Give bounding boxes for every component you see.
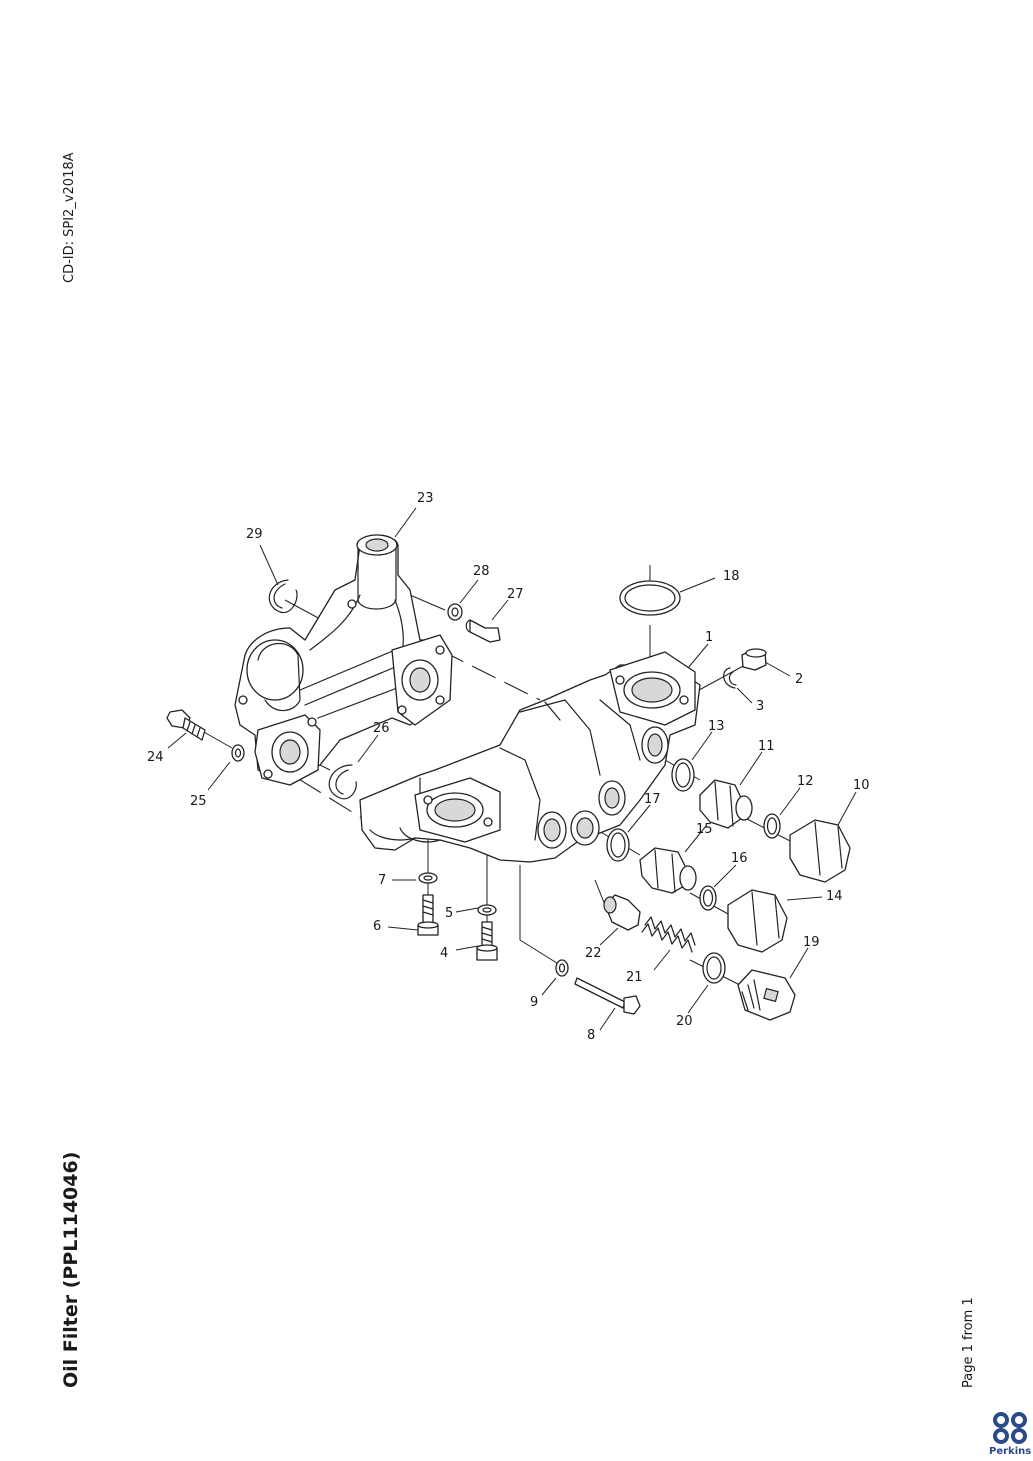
callout-27: 27 — [507, 587, 524, 602]
part-16-o-ring — [699, 885, 717, 911]
part-1-filter-head — [359, 651, 701, 863]
part-3-circlip — [723, 667, 737, 689]
callout-6: 6 — [373, 919, 381, 934]
part-9-washer — [555, 959, 569, 977]
callout-17: 17 — [644, 792, 661, 807]
part-23-upper-housing — [234, 534, 453, 786]
callout-12: 12 — [797, 774, 814, 789]
callout-19: 19 — [803, 935, 820, 950]
part-26-circlip — [328, 764, 357, 800]
callout-25: 25 — [190, 794, 207, 809]
callout-numbers: 23 29 28 27 18 1 2 3 13 11 12 10 17 15 1… — [147, 491, 870, 1043]
callout-20: 20 — [676, 1014, 693, 1029]
callout-2: 2 — [795, 672, 803, 687]
part-29-circlip — [268, 579, 298, 614]
callout-4: 4 — [440, 946, 448, 961]
part-4-bolt — [476, 921, 498, 961]
callout-11: 11 — [758, 739, 775, 754]
part-6-bolt — [417, 894, 439, 936]
part-21-spring — [641, 916, 696, 953]
part-20-o-ring — [702, 952, 726, 984]
brand-name: Perkins — [989, 1446, 1032, 1457]
callout-13: 13 — [708, 719, 725, 734]
part-28-washer — [447, 603, 463, 621]
part-7-washer — [418, 872, 438, 884]
callout-26: 26 — [373, 721, 390, 736]
part-24-bolt — [166, 709, 206, 741]
callout-15: 15 — [696, 822, 713, 837]
part-10-cap — [789, 819, 851, 883]
callout-5: 5 — [445, 906, 453, 921]
callout-leaders — [167, 507, 857, 1031]
part-27-bolt — [465, 619, 501, 643]
part-17-o-ring — [606, 828, 630, 862]
callout-18: 18 — [723, 569, 740, 584]
callout-1: 1 — [705, 630, 713, 645]
part-19-plug — [737, 969, 796, 1021]
part-12-o-ring — [763, 813, 781, 839]
callout-9: 9 — [530, 995, 538, 1010]
part-15-adaptor — [639, 847, 697, 894]
part-25-washer — [231, 744, 245, 762]
callout-23: 23 — [417, 491, 434, 506]
part-13-o-ring — [671, 758, 695, 792]
callout-22: 22 — [585, 946, 602, 961]
callout-7: 7 — [378, 873, 386, 888]
part-2-plug — [741, 648, 767, 671]
part-11-adaptor — [699, 779, 753, 829]
callout-3: 3 — [756, 699, 764, 714]
part-14-cap — [727, 889, 788, 953]
perkins-logo-icon — [993, 1412, 1027, 1444]
callout-14: 14 — [826, 889, 843, 904]
callout-16: 16 — [731, 851, 748, 866]
callout-21: 21 — [626, 970, 643, 985]
part-5-washer — [477, 904, 497, 916]
part-8-bolt — [574, 977, 641, 1015]
callout-29: 29 — [246, 527, 263, 542]
part-18-o-ring — [619, 580, 681, 616]
part-22-valve — [603, 894, 641, 931]
callout-24: 24 — [147, 750, 164, 765]
callout-8: 8 — [587, 1028, 595, 1043]
callout-10: 10 — [853, 778, 870, 793]
callout-28: 28 — [473, 564, 490, 579]
